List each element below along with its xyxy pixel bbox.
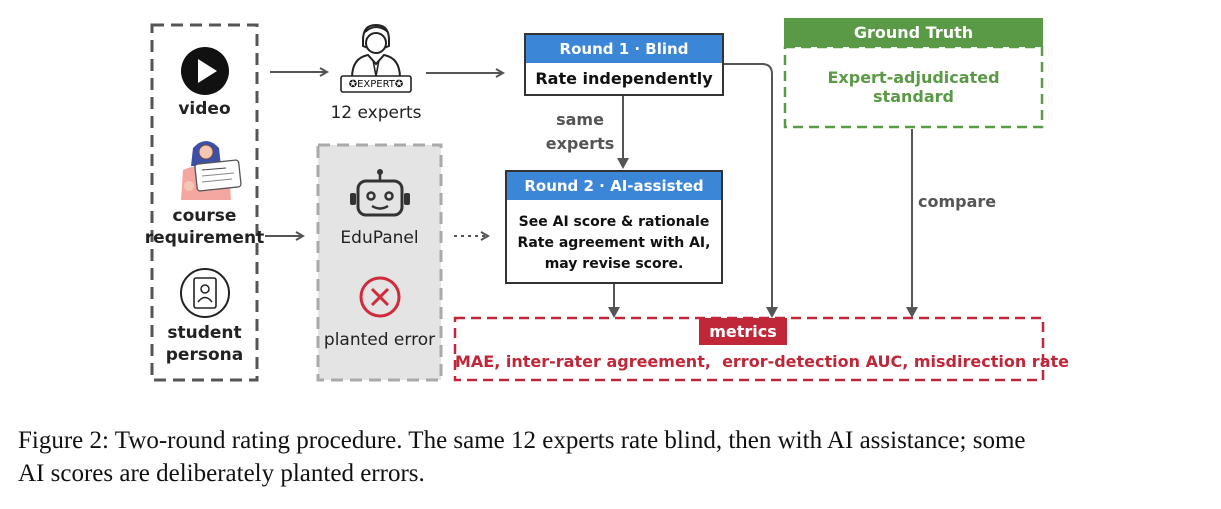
arrow-round1-to-metrics xyxy=(724,63,778,318)
metrics-body: MAE, inter-rater agreement, error-detect… xyxy=(455,352,1069,371)
round2-line2: Rate agreement with AI, xyxy=(517,235,711,251)
x-circle-icon xyxy=(359,276,401,318)
ground-truth-header: Ground Truth xyxy=(784,18,1043,47)
expert-person-icon xyxy=(340,23,412,93)
round2-body: See AI score & rationale Rate agreement … xyxy=(507,212,721,275)
experts-label: 12 experts xyxy=(330,103,422,123)
round1-body: Rate independently xyxy=(535,69,713,88)
round2-line3: may revise score. xyxy=(544,256,684,272)
metrics-header: metrics xyxy=(699,318,787,345)
planted-error-label: planted error xyxy=(323,330,436,350)
robot-icon xyxy=(350,169,410,217)
input-video-label: video xyxy=(178,99,231,119)
compare-label: compare xyxy=(918,192,997,211)
round2-box: Round 2 · AI-assisted scoring See AI sco… xyxy=(505,170,723,284)
round1-header: Round 1 · Blind scoring xyxy=(526,35,722,86)
input-student-persona-label: student persona xyxy=(165,323,244,365)
play-icon xyxy=(181,47,229,95)
input-course-requirement-label: course requirement xyxy=(144,206,265,248)
caption-line1: Figure 2: Two-round rating procedure. Th… xyxy=(18,427,1026,454)
ground-truth-frame xyxy=(783,45,1044,129)
figure-caption: Figure 2: Two-round rating procedure. Th… xyxy=(18,424,1213,490)
round2-header: Round 2 · AI-assisted scoring xyxy=(507,172,721,223)
inputs-frame xyxy=(150,23,259,382)
edupanel-label: EduPanel xyxy=(340,228,419,248)
same-experts-label: same experts xyxy=(545,110,615,153)
round1-box: Round 1 · Blind scoring Rate independent… xyxy=(524,33,724,96)
expert-badge-text: ✪EXPERT✪ xyxy=(348,79,404,90)
round2-line1: See AI score & rationale xyxy=(518,214,710,230)
ground-truth-body: Expert-adjudicated standard xyxy=(827,68,1000,106)
edupanel-frame xyxy=(316,143,443,382)
lesson-person-icon xyxy=(181,141,242,200)
caption-line2: AI scores are deliberately planted error… xyxy=(18,460,425,487)
persona-icon xyxy=(180,268,230,318)
